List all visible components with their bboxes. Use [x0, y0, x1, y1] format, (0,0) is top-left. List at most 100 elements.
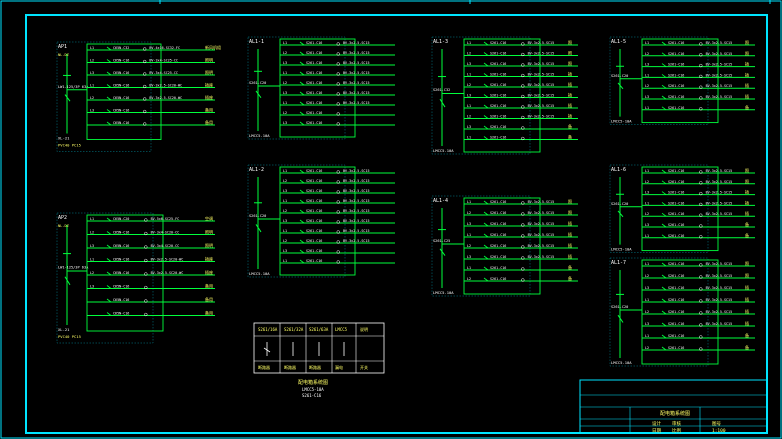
- circuit-breaker-mark: [483, 94, 489, 98]
- legend-cell: 断路器: [258, 364, 270, 370]
- circuit-node: [699, 53, 703, 57]
- circuit-load-label: 插: [568, 92, 572, 98]
- circuit-load-label: 备用: [205, 283, 213, 289]
- circuit-load-label: 插: [568, 231, 572, 237]
- busbar-box: [641, 259, 719, 365]
- circuit-breaker-mark: [661, 322, 667, 327]
- circuit-load-label: 插: [745, 308, 749, 314]
- title-cell: 日期: [652, 428, 661, 434]
- circuit-phase: L3: [645, 63, 649, 67]
- circuit-node: [336, 122, 340, 126]
- circuit-phase: L1: [645, 73, 649, 77]
- circuit-phase: L3: [283, 61, 287, 65]
- panel-footer: LMCC5-10A: [249, 133, 270, 138]
- circuit-node: [699, 224, 703, 228]
- circuit-load-label: 插: [568, 253, 572, 259]
- circuit-phase: L1: [283, 229, 287, 233]
- circuit-breaker: S261-C16: [306, 199, 322, 203]
- circuit-cable: BV-3x2.5-SC15: [343, 179, 370, 183]
- panel-footer: LMCC5-10A: [433, 148, 454, 153]
- circuit-breaker: S261-C16: [668, 286, 684, 290]
- circuit-breaker: S261-C16: [668, 322, 684, 326]
- circuit-node: [699, 287, 703, 291]
- circuit-breaker: S261-C16: [306, 101, 322, 105]
- circuit-breaker-mark: [483, 211, 489, 216]
- circuit-phase: L2: [90, 59, 94, 63]
- circuit-node: [336, 92, 340, 96]
- main-breaker-rating: LW1-125/3P 63A: [58, 85, 89, 89]
- circuit-load-label: 插座: [205, 94, 213, 100]
- circuit-cable: BV-3x4-SC25-CC: [149, 71, 178, 75]
- circuit-breaker-mark: [661, 298, 667, 303]
- circuit-load-label: 备: [745, 232, 749, 238]
- circuit-breaker-mark: [661, 63, 667, 67]
- circuit-load-label: 插: [745, 93, 749, 99]
- circuit-breaker: S261-C16: [490, 41, 506, 45]
- circuit-breaker-mark: [661, 212, 667, 217]
- circuit-node: [336, 260, 340, 264]
- busbar-box: [463, 38, 541, 153]
- circuit-phase: L1: [645, 334, 649, 338]
- circuit-breaker-mark: [106, 312, 112, 316]
- circuit-load-label: 备: [568, 275, 572, 281]
- circuit-load-label: 插: [568, 102, 572, 108]
- panel-note: NL-DZ: [58, 53, 70, 57]
- circuit-breaker-mark: [483, 62, 489, 67]
- circuit-breaker-mark: [299, 199, 305, 204]
- circuit-breaker: S261-C16: [490, 266, 506, 270]
- circuit-breaker-mark: [661, 202, 667, 206]
- main-breaker-mark: [617, 210, 624, 218]
- circuit-breaker: S261-C16: [668, 310, 684, 314]
- circuit-breaker: S261-C16: [668, 346, 684, 350]
- circuit-cable: BV-3x2.5-SC15: [343, 61, 370, 65]
- circuit-breaker: S261-C16: [490, 277, 506, 281]
- circuit-phase: L2: [90, 271, 94, 275]
- circuit-breaker-mark: [106, 109, 112, 113]
- panel-tag: AL1-7: [611, 260, 626, 266]
- circuit-node: [336, 220, 340, 224]
- circuit-node: [699, 323, 703, 327]
- circuit-phase: L3: [645, 223, 649, 227]
- circuit-phase: L2: [283, 179, 287, 183]
- circuit-breaker-mark: [299, 51, 305, 56]
- circuit-cable: BV-3x2.5-SC15: [706, 41, 733, 45]
- circuit-load-label: 备: [745, 332, 749, 338]
- panel-tag: AL1-5: [611, 39, 626, 45]
- circuit-breaker: S261-C16: [306, 179, 322, 183]
- circuit-breaker-mark: [661, 223, 667, 228]
- circuit-breaker-mark: [106, 285, 112, 289]
- circuit-load-label: 备: [568, 264, 572, 270]
- circuit-load-label: 照: [568, 210, 572, 215]
- circuit-breaker-mark: [483, 104, 489, 109]
- title-block: 配电箱系统图 设计 审核 图号 日期 比例 1:100: [579, 379, 768, 434]
- circuit-node: [144, 272, 148, 276]
- circuit-phase: L1: [467, 104, 471, 108]
- circuit-cable: BV-3x2.5-SC15: [706, 180, 733, 184]
- circuit-node: [521, 94, 525, 99]
- circuit-breaker-mark: [483, 200, 489, 205]
- circuit-breaker-mark: [299, 71, 305, 76]
- circuit-breaker: S261-C16: [306, 229, 322, 233]
- circuit-node: [336, 102, 340, 106]
- circuit-cable: BV-3x2.5-SC15: [528, 73, 555, 77]
- circuit-node: [521, 201, 525, 205]
- circuit-breaker: S261-C16: [668, 73, 684, 77]
- circuit-cable: BV-3x2.5-SC15: [343, 169, 370, 173]
- circuit-breaker: S261-C16: [490, 244, 506, 248]
- circuit-breaker-mark: [661, 191, 667, 195]
- circuit-phase: L2: [645, 180, 649, 184]
- circuit-breaker-mark: [483, 52, 489, 56]
- circuit-phase: L2: [283, 209, 287, 213]
- circuit-node: [699, 311, 703, 315]
- circuit-node: [143, 72, 147, 76]
- circuit-node: [699, 42, 703, 46]
- circuit-breaker: C65N-C16: [113, 244, 129, 248]
- circuit-breaker: C65N-C20: [113, 217, 129, 221]
- circuit-breaker-mark: [661, 74, 667, 78]
- circuit-cable: BV-3x2.5-SC15: [706, 286, 733, 290]
